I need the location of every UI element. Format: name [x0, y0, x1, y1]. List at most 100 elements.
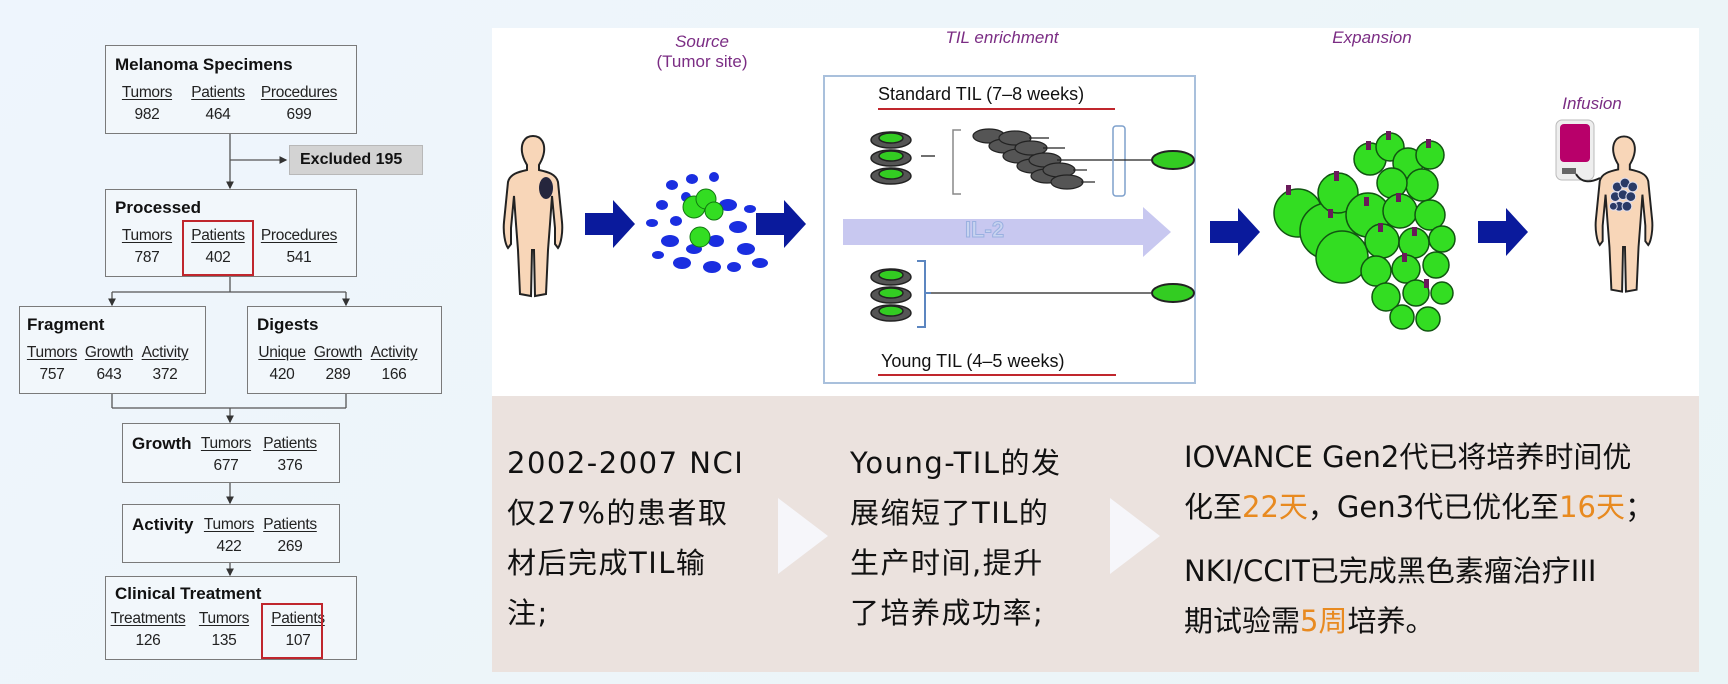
col-value: 982	[134, 106, 160, 123]
col-header: Patients	[191, 227, 245, 244]
col-value: 402	[205, 249, 231, 266]
col-value: 135	[211, 632, 237, 649]
standard-til-underline	[878, 108, 1115, 110]
text-span: ，Gen3代已优化至	[1307, 490, 1560, 524]
fragment-col: Tumors 757	[25, 344, 79, 384]
note-line: 展缩短了TIL的	[850, 496, 1050, 530]
note-line: 材后完成TIL输	[507, 546, 707, 580]
col-value: 107	[285, 632, 311, 649]
clinical-col: Patients 107	[269, 610, 327, 650]
fragment-col: Growth 643	[83, 344, 135, 384]
activity-title: Activity	[132, 515, 194, 534]
stage-label-expansion: Expansion	[1332, 28, 1412, 47]
note-line: 化至22天，Gen3代已优化至16天；	[1184, 482, 1694, 532]
highlight-box	[182, 220, 254, 276]
il2-label: IL-2	[964, 217, 1005, 243]
note-nci: 2002-2007 NCI 仅27%的患者取 材后完成TIL输 注;	[507, 438, 744, 638]
col-value: 269	[277, 538, 303, 555]
specimens-col: Procedures 699	[257, 84, 341, 124]
growth-col: Patients 376	[261, 435, 319, 475]
col-value: 166	[381, 366, 407, 383]
highlight-22-days: 22天	[1242, 490, 1308, 524]
note-iovance-nki: IOVANCE Gen2代已将培养时间优 化至22天，Gen3代已优化至16天；…	[1184, 432, 1694, 646]
activity-col: Tumors 422	[201, 516, 257, 556]
activity-box: Activity Tumors 422 Patients 269	[122, 504, 340, 563]
til-process-diagram: Source (Tumor site) TIL enrichment Expan…	[492, 28, 1699, 396]
text-span: 期试验需	[1184, 604, 1301, 638]
col-header: Patients	[191, 84, 245, 101]
source-label: Source	[675, 32, 729, 51]
arrow-right-icon	[1210, 208, 1260, 256]
clinical-col: Tumors 135	[196, 610, 252, 650]
col-value: 643	[96, 366, 122, 383]
col-value: 420	[269, 366, 295, 383]
note-line: Young-TIL的发	[850, 446, 1062, 480]
processed-title: Processed	[115, 198, 201, 217]
highlight-5-weeks: 5周	[1300, 604, 1348, 638]
col-header: Procedures	[260, 227, 338, 244]
stage-label-infusion: Infusion	[1562, 94, 1622, 113]
processed-col: Tumors 787	[118, 227, 176, 267]
flowchart-connectors	[108, 133, 350, 577]
note-line: IOVANCE Gen2代已将培养时间优	[1184, 440, 1632, 474]
col-header: Tumors	[203, 516, 255, 533]
col-value: 289	[325, 366, 351, 383]
young-culture-dishes-icon	[870, 260, 1195, 328]
infusion-bag-icon	[1555, 119, 1600, 183]
young-til-underline	[878, 374, 1116, 376]
col-value: 677	[213, 457, 239, 474]
col-header: Patients	[263, 435, 317, 452]
stage-label-til-enrichment: TIL enrichment	[945, 28, 1059, 47]
note-line: 了培养成功率;	[850, 596, 1045, 630]
col-header: Unique	[258, 344, 306, 361]
col-value: 787	[134, 249, 160, 266]
growth-title: Growth	[132, 434, 192, 453]
col-header: Activity	[370, 344, 418, 361]
text-span: 培养。	[1347, 604, 1435, 638]
expanded-til-cluster-icon	[1273, 131, 1456, 332]
col-value: 541	[286, 249, 312, 266]
col-value: 372	[152, 366, 178, 383]
col-header: Patients	[271, 610, 325, 627]
til-enrichment-box: Standard TIL (7–8 weeks)	[823, 75, 1196, 384]
chevron-right-icon	[1110, 498, 1160, 574]
growth-box: Growth Tumors 677 Patients 376	[122, 423, 340, 483]
col-value: 126	[135, 632, 161, 649]
col-value: 699	[286, 106, 312, 123]
digests-col: Activity 166	[368, 344, 420, 384]
arrow-right-icon	[756, 200, 806, 248]
patient-figure-icon	[502, 134, 564, 298]
growth-col: Tumors 677	[198, 435, 254, 475]
note-line: 生产时间,提升	[850, 546, 1044, 580]
stage-label-source: Source (Tumor site)	[622, 32, 782, 72]
standard-culture-dishes-icon	[870, 125, 1195, 197]
note-line: 仅27%的患者取	[507, 496, 729, 530]
note-young-til: Young-TIL的发 展缩短了TIL的 生产时间,提升 了培养成功率;	[850, 438, 1062, 638]
col-header: Treatments	[110, 610, 186, 627]
col-header: Tumors	[26, 344, 78, 361]
col-header: Activity	[141, 344, 189, 361]
col-value: 376	[277, 457, 303, 474]
col-header: Growth	[84, 344, 134, 361]
fragment-box: Fragment Tumors 757 Growth 643 Activity …	[19, 306, 206, 394]
arrow-right-icon	[585, 200, 635, 248]
text-span: ；	[1624, 490, 1654, 524]
col-header: Procedures	[260, 84, 338, 101]
text-span: 化至	[1184, 490, 1243, 524]
excluded-box: Excluded 195	[289, 145, 423, 175]
specimens-col: Tumors 982	[118, 84, 176, 124]
highlight-16-days: 16天	[1559, 490, 1625, 524]
processed-col: Patients 402	[189, 227, 247, 267]
source-sublabel: (Tumor site)	[656, 52, 748, 71]
highlight-box	[261, 603, 323, 659]
col-value: 422	[216, 538, 242, 555]
tumor-cells-icon	[646, 172, 768, 273]
standard-til-label: Standard TIL (7–8 weeks)	[878, 84, 1085, 104]
specimens-box: Melanoma Specimens Tumors 982 Patients 4…	[105, 45, 357, 134]
activity-col: Patients 269	[261, 516, 319, 556]
fragment-col: Activity 372	[139, 344, 191, 384]
specimens-title: Melanoma Specimens	[115, 55, 293, 74]
note-line: 注;	[507, 596, 549, 630]
digests-box: Digests Unique 420 Growth 289 Activity 1…	[247, 306, 442, 394]
note-line: NKI/CCIT已完成黑色素瘤治疗III	[1184, 554, 1597, 588]
